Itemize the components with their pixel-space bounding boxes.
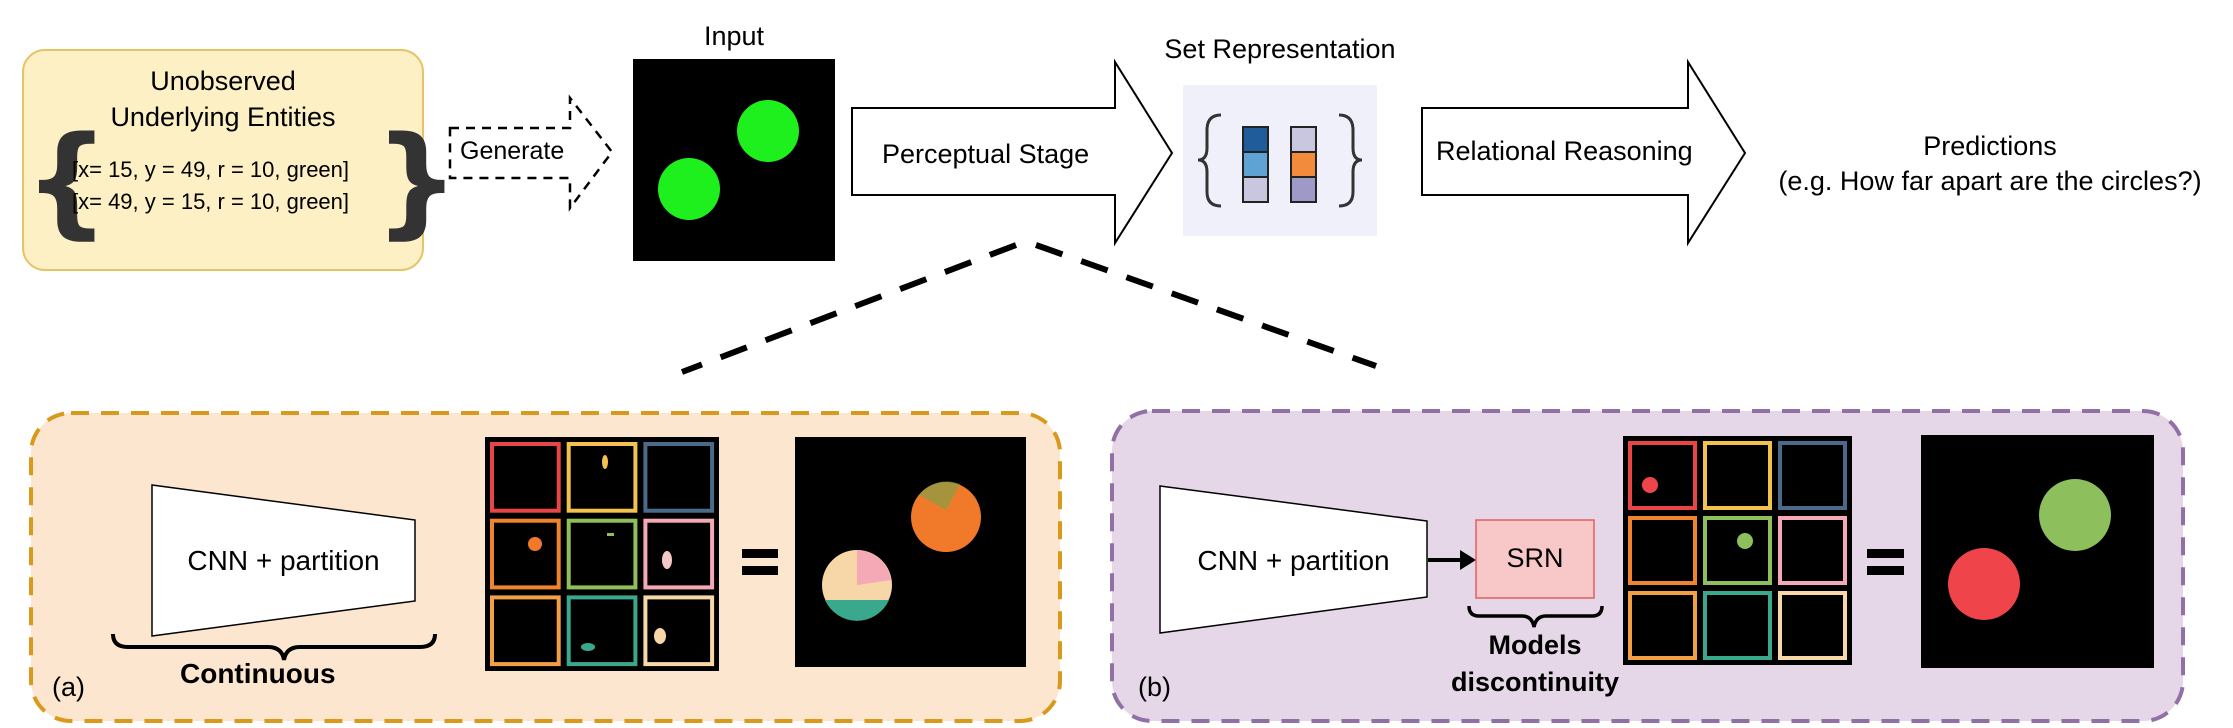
set-right-brace [1338,113,1363,208]
input-circle-bottom [658,158,720,220]
panel-b-network-label: CNN + partition [1197,545,1390,576]
input-circle-top [737,100,799,162]
panel-a-grid-blob-5 [581,643,595,651]
set-vector-2-cell-3 [1290,176,1317,203]
zoom-line-right [1034,242,1378,369]
set-left-brace [1197,113,1222,208]
panel-a-grid-cell-3 [643,442,715,513]
set-vector-1-cell-3 [1242,176,1269,203]
panel-b-srn-box [1475,519,1595,599]
panel-b-output-circle-green [2039,479,2111,551]
panel-a-grid-blob-1 [602,455,608,469]
entities-title-line1: Unobserved [150,66,296,96]
panel-a-grid-blob-6 [654,628,666,644]
panel-b-network-trapezoid [1159,485,1428,634]
entity-2: [x= 49, y = 15, r = 10, green] [72,189,350,214]
panel-b-grid-bg [1623,436,1852,665]
panel-a-equals-bottom [742,566,778,575]
panel-a-brace [111,633,437,661]
panel-a-grid-cell-8 [566,595,638,667]
panel-a-output-image [795,437,1026,667]
panel-a-grid-blob-2 [528,537,542,551]
panel-b-equals-bottom [1867,566,1904,575]
input-label: Input [703,21,765,51]
panel-b-brace-label-line1: Models [1488,630,1582,660]
panel-a-output-circle-pink-patch [857,550,891,585]
set-representation-panel [1183,85,1377,236]
panel-b-grid-cell-8 [1703,591,1772,660]
predictions-line1: Predictions [1923,131,2057,161]
panel-b-brace [1467,605,1604,628]
panel-b-output-image [1921,435,2154,668]
panel-b-grid-cell-3 [1778,441,1847,510]
panel-b-tag: (b) [1138,672,1171,702]
panel-b-srn-label: SRN [1506,543,1564,573]
panel-a-network-label: CNN + partition [187,545,380,576]
entities-box [22,49,424,271]
panel-a-output-circle-orange-patch [919,481,960,510]
panel-a-grid-cell-2 [566,442,638,513]
perceptual-stage-arrow [851,58,1174,247]
entities-right-brace: } [374,112,459,251]
panel-b-grid-dot-green [1737,533,1753,549]
set-vector-2-cell-1 [1290,126,1317,153]
panel-b-output-circle-red [1948,548,2020,620]
panel-b-grid-cell-1 [1628,441,1697,510]
panel-b-equals-top [1867,549,1904,558]
panel-a-grid-cell-1 [490,442,561,513]
panel-a-grid-cell-4 [490,518,561,590]
panel-a-grid-bg [485,437,719,671]
panel-b-arrow-head [1460,550,1476,570]
input-image [633,59,835,261]
panel-a-grid-cell-7 [490,595,561,667]
relational-reasoning-arrow [1421,58,1747,247]
entities-left-brace: { [24,112,109,251]
panel-b-brace-label-line2: discontinuity [1451,667,1619,697]
entities-title-line2: Underlying Entities [110,102,336,132]
panel-b-grid-cell-9 [1778,591,1847,660]
panel-a-grid-cell-9 [643,595,715,667]
generate-label: Generate [460,137,565,165]
panel-b-grid-cell-6 [1778,516,1847,585]
panel-a-grid-cell-5 [566,518,638,590]
panel-a-output-circle-teal-patch [825,600,889,621]
perceptual-stage-label: Perceptual Stage [882,139,1090,169]
panel-a-brace-label: Continuous [180,658,336,689]
panel-a-grid-cell-6 [643,518,715,590]
set-vectors [1242,126,1317,203]
panel-b-grid [1628,441,1847,660]
predictions-line2: (e.g. How far apart are the circles?) [1778,166,2202,196]
panel-a-tag: (a) [52,672,85,702]
set-vector-2-cell-2 [1290,151,1317,178]
panel-a-grid-blob-3 [607,533,614,536]
panel-a-grid-blob-4 [662,551,672,569]
panel-b-grid-cell-2 [1703,441,1772,510]
generate-arrow [448,94,614,212]
set-vector-1-cell-2 [1242,151,1269,178]
panel-b-grid-cell-5 [1703,516,1772,585]
panel-a-network-trapezoid [151,484,416,637]
zoom-line-left [680,242,1018,375]
panel-b-grid-dot-red [1642,477,1658,493]
set-vector-1-cell-1 [1242,126,1269,153]
set-representation-label: Set Representation [1164,34,1396,64]
panel-a-equals-top [742,549,778,558]
panel-b-grid-cell-7 [1628,591,1697,660]
entity-1: [x= 15, y = 49, r = 10, green] [72,157,350,182]
panel-b-grid-cell-4 [1628,516,1697,585]
relational-reasoning-label: Relational Reasoning [1436,136,1693,166]
panel-a-grid [490,442,715,667]
